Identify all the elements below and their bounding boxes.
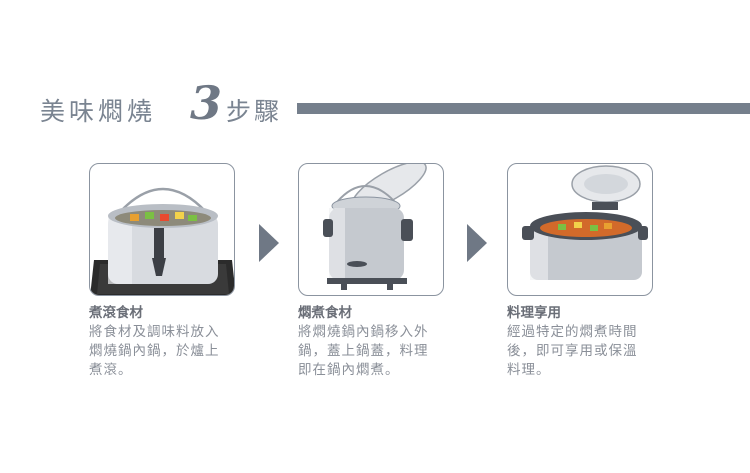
step-2-text: 燜煮食材 將燜燒鍋內鍋移入外 鍋，蓋上鍋蓋，料理 即在鍋內燜煮。 <box>298 304 458 380</box>
step-2-image <box>298 163 444 296</box>
next-arrow-icon <box>467 224 487 266</box>
title-tail: 步驟 <box>226 97 283 126</box>
step-3-desc-line: 經過特定的燜煮時間 <box>507 324 638 340</box>
step-1-title: 煮滾食材 <box>89 305 143 321</box>
step-3-text: 料理享用 經過特定的燜煮時間 後，即可享用或保溫 料理。 <box>507 304 667 380</box>
step-3-title: 料理享用 <box>507 305 561 321</box>
step-1-image <box>89 163 235 296</box>
step-2-desc-line: 鍋，蓋上鍋蓋，料理 <box>298 343 429 359</box>
inner-pot-on-stove-icon <box>90 187 234 295</box>
title-step-count: 3 <box>190 76 223 130</box>
title-divider-bar <box>297 103 750 114</box>
open-cooker-with-food-icon <box>522 165 648 280</box>
step-1-text: 煮滾食材 將食材及調味料放入 燜燒鍋內鍋，於爐上 煮滾。 <box>89 304 249 380</box>
step-1-desc-line: 煮滾。 <box>89 362 133 378</box>
step-2-title: 燜煮食材 <box>298 305 352 321</box>
step-3-desc-line: 後，即可享用或保溫 <box>507 343 638 359</box>
section-header: 美味燜燒 3 步驟 <box>40 76 750 134</box>
pot-in-outer-cooker-icon <box>323 164 427 290</box>
step-2-desc-line: 即在鍋內燜煮。 <box>298 362 400 378</box>
step-1-desc-line: 燜燒鍋內鍋，於爐上 <box>89 343 220 359</box>
step-2-desc-line: 將燜燒鍋內鍋移入外 <box>298 324 429 340</box>
step-1-desc-line: 將食材及調味料放入 <box>89 324 220 340</box>
step-3-image <box>507 163 653 296</box>
title-main: 美味燜燒 <box>40 97 157 126</box>
next-arrow-icon <box>259 224 279 266</box>
step-3-desc-line: 料理。 <box>507 362 551 378</box>
